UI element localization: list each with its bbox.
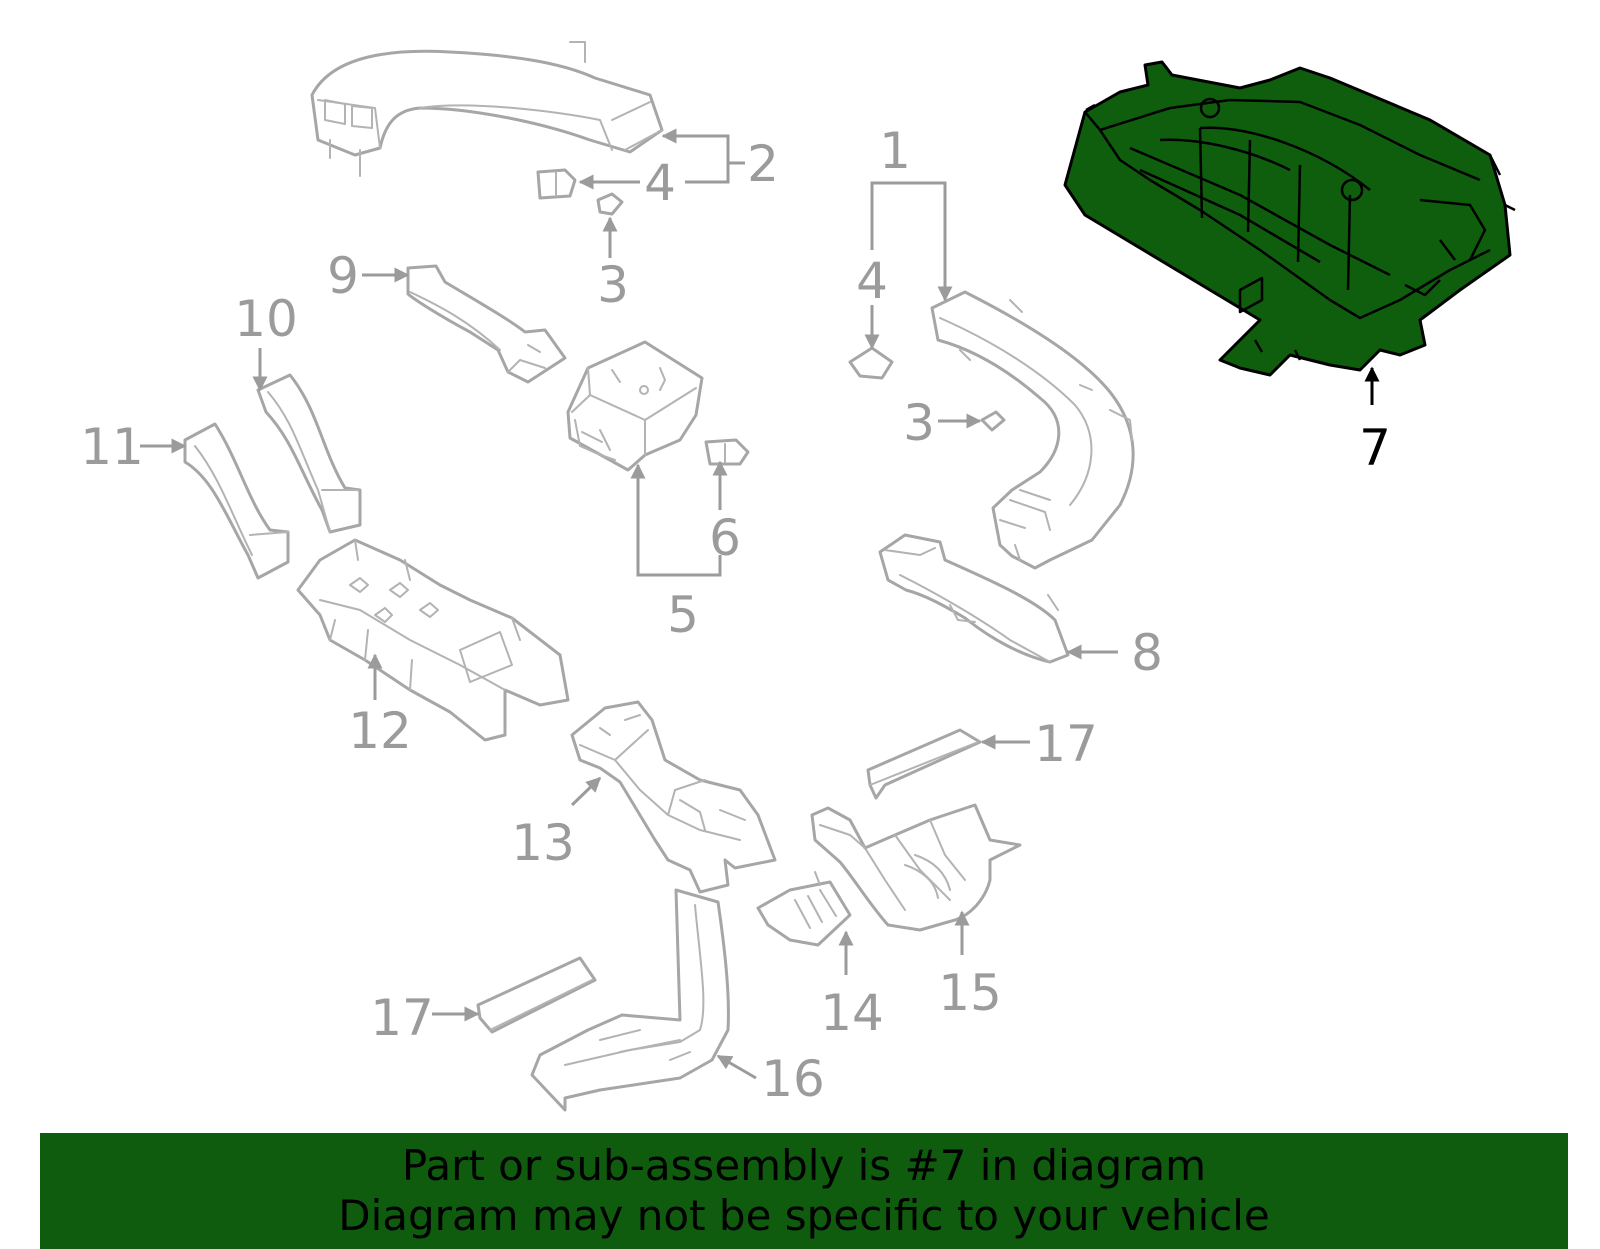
part-3-clip-right[interactable] — [980, 410, 1006, 432]
part-15-duct[interactable] — [810, 803, 1022, 932]
callout-14: 14 — [820, 984, 884, 1042]
part-12-bracket[interactable] — [296, 538, 570, 742]
callout-15: 15 — [938, 964, 1002, 1022]
banner-line-1: Part or sub-assembly is #7 in diagram — [401, 1141, 1207, 1190]
part-13-duct-assembly[interactable] — [570, 700, 777, 894]
part-11-duct[interactable] — [183, 422, 290, 580]
part-8-duct[interactable] — [878, 533, 1070, 664]
callout-16: 16 — [761, 1050, 825, 1108]
callout-5: 5 — [667, 586, 699, 644]
callout-9: 9 — [327, 247, 359, 305]
part-5-control-module[interactable] — [566, 340, 704, 472]
callout-7-highlighted: 7 — [1359, 419, 1391, 477]
callout-4-right: 4 — [856, 252, 888, 310]
part-3-clip-upper[interactable] — [596, 192, 624, 216]
part-9-duct[interactable] — [406, 264, 567, 384]
callout-4-upper: 4 — [644, 154, 676, 212]
part-7-hvac-unit-highlighted[interactable] — [1063, 60, 1516, 377]
callout-10: 10 — [234, 290, 298, 348]
callout-13: 13 — [511, 814, 575, 872]
callout-3-upper: 3 — [597, 256, 629, 314]
part-17-strip-lower[interactable] — [476, 956, 597, 1034]
part-1-right-duct[interactable] — [930, 290, 1135, 570]
callout-17-upper: 17 — [1034, 715, 1098, 773]
callout-6: 6 — [709, 509, 741, 567]
callout-12: 12 — [348, 702, 412, 760]
leader-lines — [140, 128, 1380, 1080]
callout-1: 1 — [879, 122, 911, 180]
info-banner: Part or sub-assembly is #7 in diagram Di… — [40, 1133, 1568, 1249]
callout-17-lower: 17 — [370, 989, 434, 1047]
part-10-duct[interactable] — [256, 373, 362, 534]
part-16-floor-duct[interactable] — [530, 888, 730, 1112]
part-4-clip-upper[interactable] — [536, 168, 577, 200]
part-6-clip[interactable] — [704, 438, 750, 466]
callout-2: 2 — [747, 135, 779, 193]
part-2-center-duct[interactable] — [310, 41, 664, 177]
part-17-strip-upper[interactable] — [866, 728, 982, 800]
part-14-vent[interactable] — [756, 871, 852, 947]
callout-labels: 1 2 4 3 9 10 11 4 3 6 5 8 12 17 13 15 14… — [80, 122, 1391, 1108]
part-4-clip-right[interactable] — [848, 346, 894, 380]
banner-line-2: Diagram may not be specific to your vehi… — [338, 1191, 1270, 1240]
callout-11: 11 — [80, 418, 144, 476]
callout-3-right: 3 — [903, 394, 935, 452]
callout-8: 8 — [1131, 624, 1163, 682]
